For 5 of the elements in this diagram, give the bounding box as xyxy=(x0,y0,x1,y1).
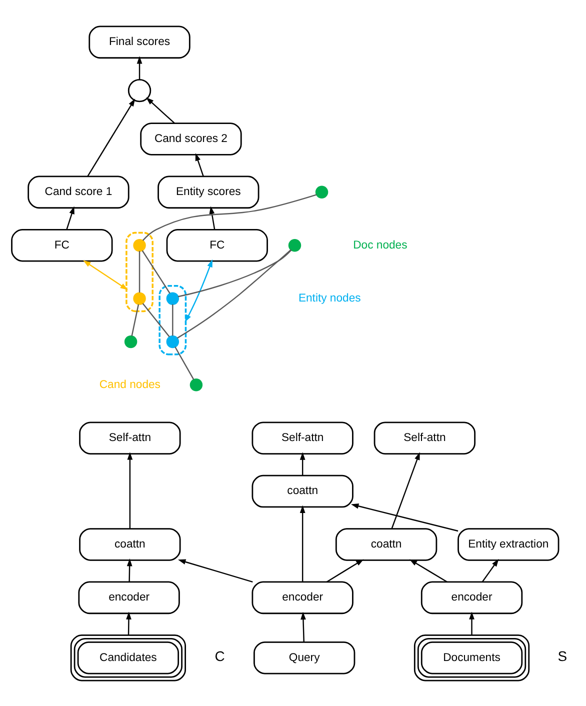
label: Doc nodes xyxy=(353,238,408,251)
label: Entity nodes xyxy=(298,292,361,304)
label: C xyxy=(214,648,225,664)
label: S xyxy=(558,648,568,664)
label: Cand nodes xyxy=(99,378,160,390)
